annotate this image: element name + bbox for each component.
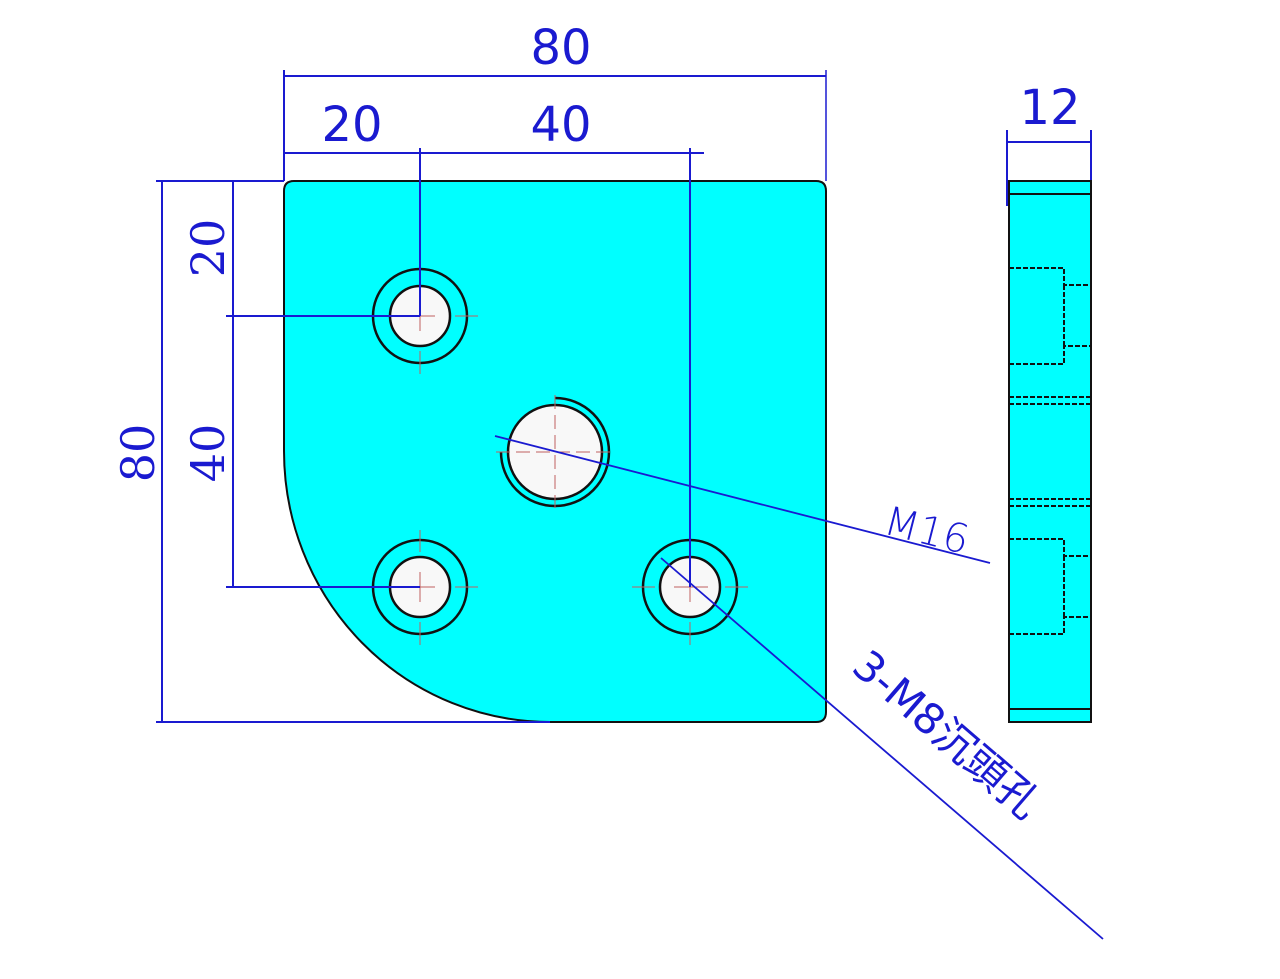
dim-text-overall-width: 80 [530, 20, 591, 76]
dimensions [156, 70, 1104, 940]
dim-text-offset-y: 20 [181, 219, 235, 278]
leader-m16 [494, 435, 991, 564]
dim-text-thickness: 12 [1019, 80, 1080, 136]
side-view [1008, 180, 1092, 723]
leader-m8 [660, 557, 1104, 940]
dim-text-offset-x: 20 [321, 97, 382, 153]
hidden-lines [1009, 267, 1091, 635]
dim-text-spacing-x: 40 [530, 97, 591, 153]
dim-text-overall-height: 80 [111, 424, 165, 483]
callout-m16: M16 [880, 498, 974, 564]
dim-text-spacing-y: 40 [181, 424, 235, 483]
side-view-outline [1008, 180, 1092, 723]
